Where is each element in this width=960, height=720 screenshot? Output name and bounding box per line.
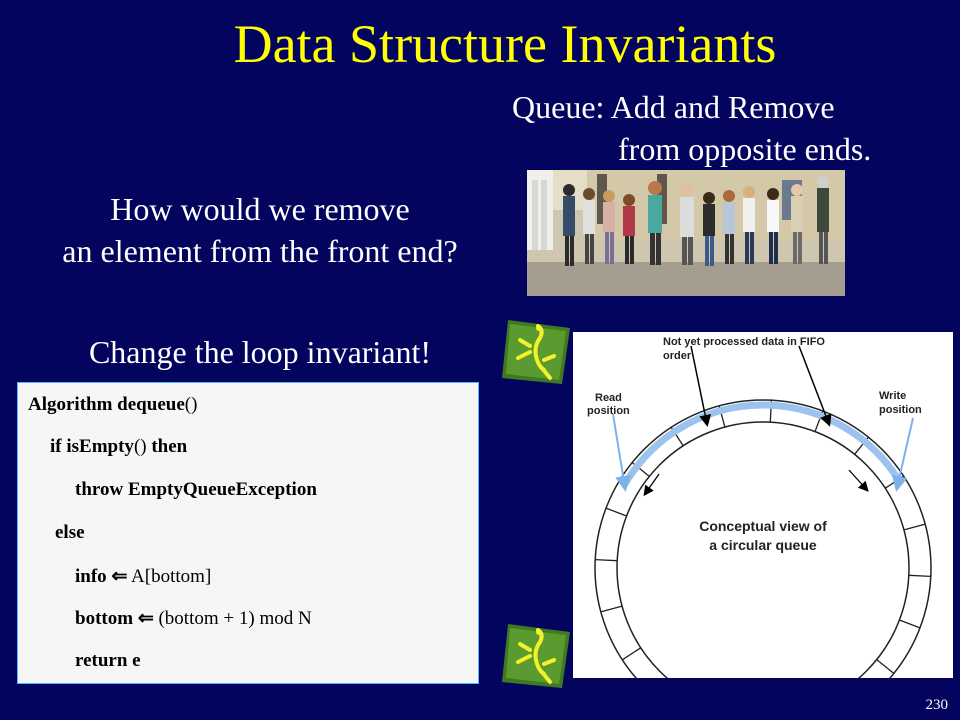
ring-slot-divider	[605, 507, 627, 517]
label-unprocessed-line2: order	[663, 350, 692, 362]
question-text: How would we remove an element from the …	[0, 188, 520, 272]
read-direction-arrow	[643, 473, 660, 497]
ring-slot-divider	[595, 558, 618, 562]
code-line-2: if isEmpty() then	[50, 436, 188, 457]
lizard-icon	[500, 620, 576, 697]
arrow-to-arc-left	[690, 345, 712, 427]
label-unprocessed-line1: Not yet processed data in FIFO	[663, 336, 825, 348]
ring-slot-divider	[600, 605, 623, 613]
circular-queue-diagram: Not yet processed data in FIFO order Rea…	[573, 332, 953, 720]
ring-slot-divider	[621, 647, 642, 661]
unprocessed-data-arc	[621, 401, 905, 486]
label-center-line1: Conceptual view of	[699, 518, 827, 534]
arrow-to-arc-right	[798, 345, 832, 427]
write-position-arrow	[891, 417, 914, 492]
dequeue-code-box: Algorithm dequeue() if isEmpty() then th…	[17, 382, 479, 684]
ring-slot-divider	[899, 619, 921, 629]
label-write-line1: Write	[879, 390, 906, 402]
queue-caption-line2: from opposite ends.	[618, 131, 872, 167]
page-number: 230	[925, 697, 949, 713]
code-line-4: else	[55, 522, 85, 543]
ring-outer	[594, 399, 932, 720]
slide-title: Data Structure Invariants	[233, 14, 777, 74]
queue-caption: Queue: Add and Remove from opposite ends…	[512, 86, 871, 170]
code-line-5: info ⇐ A[bottom]	[75, 566, 212, 587]
label-read-line2: position	[587, 405, 630, 417]
ring-slot-divider	[908, 574, 931, 578]
write-direction-arrow	[848, 469, 869, 492]
code-line-1: Algorithm dequeue()	[28, 394, 198, 415]
code-line-6: bottom ⇐ (bottom + 1) mod N	[75, 608, 312, 629]
ring-slot-divider	[876, 659, 895, 674]
read-position-arrow	[612, 413, 631, 492]
queue-caption-line1: Queue: Add and Remove	[512, 89, 835, 125]
queue-photo	[527, 170, 845, 296]
label-write-line2: position	[879, 404, 922, 416]
label-read-line1: Read	[595, 392, 622, 404]
lizard-icon	[500, 316, 576, 393]
question-line2: an element from the front end?	[62, 233, 458, 269]
label-center-line2: a circular queue	[709, 537, 817, 553]
question-line1: How would we remove	[110, 191, 410, 227]
ring-slot-divider	[903, 523, 926, 531]
code-line-7: return e	[75, 650, 141, 671]
change-invariant-text: Change the loop invariant!	[88, 334, 432, 370]
code-line-3: throw EmptyQueueException	[75, 479, 317, 500]
